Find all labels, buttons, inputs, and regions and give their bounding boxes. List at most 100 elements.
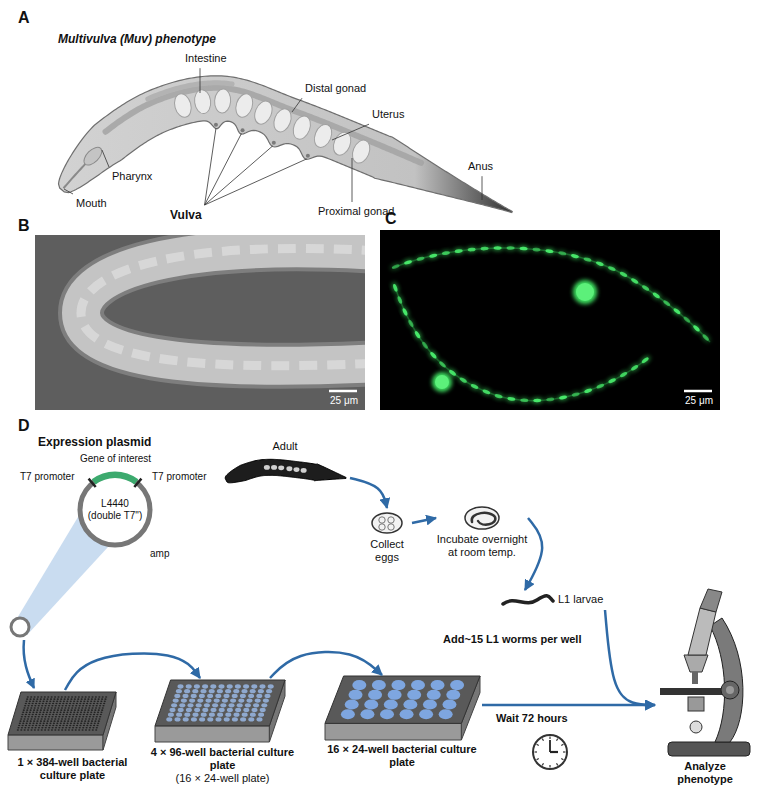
plate-well <box>83 703 85 705</box>
plate-well <box>69 714 71 716</box>
part-label: Proximal gonad <box>318 205 394 218</box>
plate-well <box>23 707 25 709</box>
plate-well <box>21 727 23 729</box>
plate-well <box>72 705 74 707</box>
microscope-turret <box>684 655 708 672</box>
plate-well <box>66 712 68 714</box>
plate-top <box>155 680 285 726</box>
gfp-glow <box>531 397 543 403</box>
gfp-glow <box>492 392 505 401</box>
embryo-stage: Incubate overnight at room temp. <box>436 503 528 559</box>
plate-well <box>49 703 51 705</box>
plate-well <box>34 718 36 720</box>
plate-well <box>57 720 59 722</box>
plate-well <box>174 694 180 698</box>
plate-well <box>98 696 100 698</box>
plate-well <box>104 698 106 700</box>
plate-well <box>85 705 87 707</box>
plate-well <box>219 708 225 712</box>
plate-well <box>40 696 42 698</box>
plate-well <box>81 718 83 720</box>
plate-well <box>19 723 21 725</box>
gfp-spot <box>402 307 409 316</box>
gfp-glow <box>389 262 402 272</box>
node-text: L4440 (double T7") <box>85 498 145 522</box>
plate-well <box>34 707 36 709</box>
plate-well <box>44 718 46 720</box>
gfp-spot <box>652 292 661 300</box>
plate-well <box>28 727 30 729</box>
gfp-spot <box>404 259 413 265</box>
plate-well <box>86 727 88 729</box>
worm-egg <box>233 92 255 120</box>
plate-well <box>53 698 55 700</box>
pharynx-bulb <box>81 144 105 168</box>
gfp-glow <box>699 331 712 344</box>
plate-well <box>26 709 28 711</box>
plate-well <box>93 703 95 705</box>
plate-well <box>446 690 460 700</box>
plate-well <box>368 690 382 700</box>
gfp-glow <box>568 252 581 261</box>
plate-well <box>94 701 96 703</box>
worm-egg <box>290 114 313 142</box>
gfp-spot <box>571 392 580 398</box>
plate-well <box>189 698 195 702</box>
clock-tick <box>563 751 566 752</box>
promoter-mark <box>134 479 141 487</box>
plate-well <box>89 705 91 707</box>
plate-well <box>29 712 31 714</box>
plate-well <box>32 703 34 705</box>
plate-well <box>85 707 87 709</box>
nerve-cord <box>394 284 648 401</box>
plate-top <box>8 692 116 735</box>
plate-well <box>91 698 93 700</box>
gfp-spot <box>692 324 700 332</box>
plate-well <box>68 718 70 720</box>
plate-well <box>400 709 414 719</box>
plate-well <box>94 698 96 700</box>
plate-well <box>232 694 238 698</box>
plasmid-label: T7 promoter <box>152 471 206 483</box>
plate-well <box>39 712 41 714</box>
plate-well <box>194 684 200 688</box>
clock-tick <box>549 765 550 768</box>
plate-384: 1 × 384-well bacterial culture plate <box>5 690 140 782</box>
plate-well <box>66 703 68 705</box>
gfp-glow <box>427 349 440 362</box>
plate-well <box>70 709 72 711</box>
plate-well <box>34 716 36 718</box>
gfp-glow <box>556 249 569 257</box>
plate-well <box>90 712 92 714</box>
plate-well <box>241 689 247 693</box>
plate-well <box>77 720 79 722</box>
plate-well <box>64 720 66 722</box>
gfp-spot <box>596 383 605 389</box>
plate-well <box>51 696 53 698</box>
plate-well <box>246 698 252 702</box>
plate-well <box>58 727 60 729</box>
plate-well <box>69 725 71 727</box>
plate-well <box>217 713 223 717</box>
plate-well <box>49 723 51 725</box>
plate-well <box>215 694 221 698</box>
plate-well <box>41 729 43 731</box>
plate-well <box>186 684 192 688</box>
plate-well <box>37 707 39 709</box>
plate-well <box>40 709 42 711</box>
plate-well <box>73 712 75 714</box>
gfp-spot <box>429 253 438 258</box>
plate-well <box>50 709 52 711</box>
gfp-spot <box>683 316 691 324</box>
plate-well <box>423 699 437 709</box>
gfp-glow <box>457 374 470 385</box>
clock-tick <box>549 737 550 740</box>
picture-area <box>5 690 140 756</box>
plate-well <box>251 708 257 712</box>
nerve-cord <box>392 248 710 342</box>
gfp-spot <box>641 284 650 291</box>
plate-well <box>96 703 98 705</box>
plate-well <box>30 696 32 698</box>
gfp-spot <box>559 395 568 400</box>
clock-tick <box>537 759 539 760</box>
